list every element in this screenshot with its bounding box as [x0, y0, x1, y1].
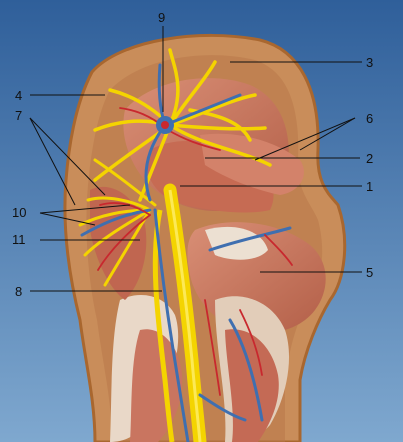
- main-nerve-highlight: [168, 189, 202, 442]
- leader-lines: [29, 26, 362, 292]
- label-11: 11: [12, 232, 26, 247]
- veins: [80, 63, 292, 442]
- label-5: 5: [366, 265, 373, 280]
- label-2: 2: [366, 151, 373, 166]
- label-1: 1: [366, 179, 373, 194]
- label-9: 9: [158, 10, 165, 25]
- label-3: 3: [366, 55, 373, 70]
- label-6: 6: [366, 111, 373, 126]
- vessel-knot-center: [161, 121, 169, 129]
- muscle-bottom-right: [225, 329, 279, 442]
- label-4: 4: [15, 88, 22, 103]
- nerve-descending-left: [152, 209, 175, 442]
- label-7: 7: [15, 108, 22, 123]
- label-10: 10: [12, 205, 26, 220]
- label-8: 8: [15, 284, 22, 299]
